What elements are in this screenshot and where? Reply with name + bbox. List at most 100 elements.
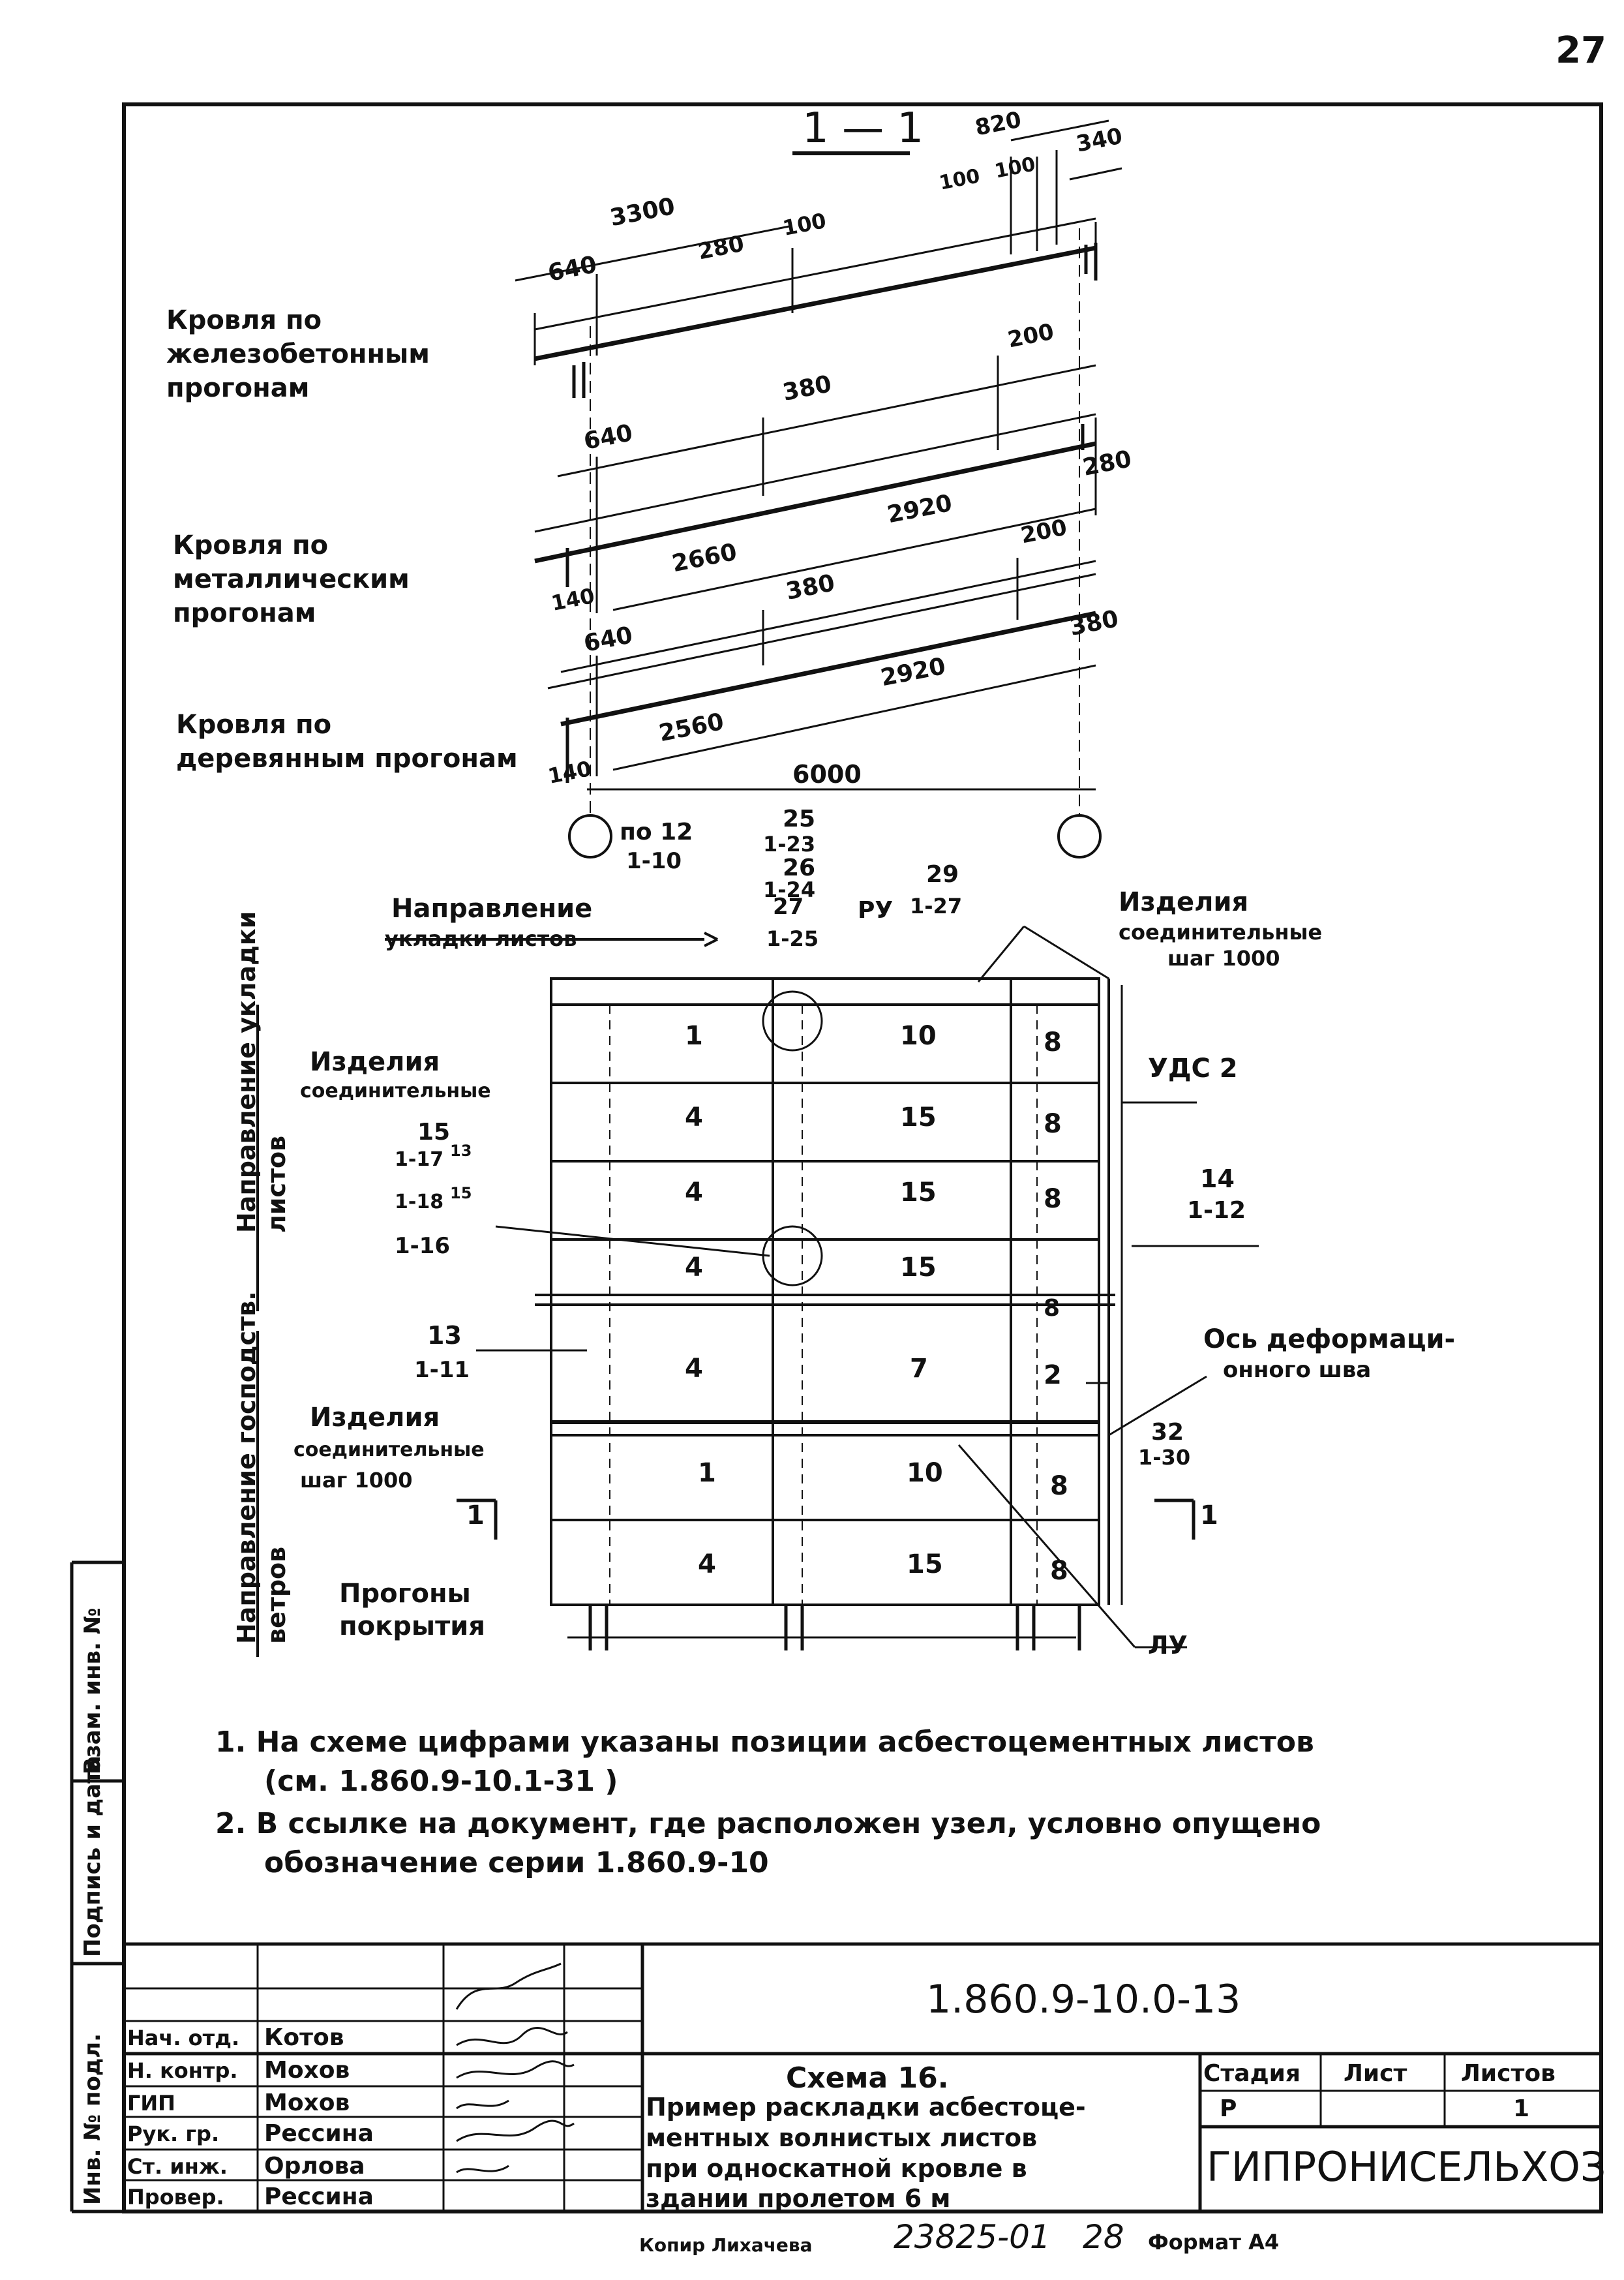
title-block-grid (124, 1942, 1601, 2212)
title-line-5: здании пролетом 6 м (646, 2184, 951, 2213)
callout-15-b: 1-18 (395, 1191, 444, 1213)
footer-sheet-no: 28 (1083, 2218, 1124, 2256)
callout-25: 25 (783, 806, 816, 832)
stage-value: Р (1220, 2095, 1237, 2122)
doc-code: 1.860.9-10.0-13 (926, 1977, 1241, 2022)
roof-label-metal: Кровля по металлическим прогонам (173, 530, 410, 628)
title-line-3: ментных волнистых листов (646, 2123, 1038, 2152)
direction-winds-vertical: Направление господств. ветров (232, 1291, 291, 1644)
callout-27-sub: 1-25 (766, 926, 819, 951)
callout-29: 29 (926, 861, 959, 888)
section-mark: 1 — 1 (802, 104, 924, 153)
title-line-2: Пример раскладки асбестоце- (646, 2093, 1086, 2121)
connectors-bot-label: Изделия (310, 1403, 440, 1433)
direction-sheets-label: Направление (391, 894, 593, 924)
note-2-cont: обозначение серии 1.860.9-10 (264, 1846, 769, 1879)
section-rc (515, 119, 1122, 398)
connectors-bot-label-2: соединительные (293, 1438, 485, 1461)
footer-number: 23825-01 (894, 2218, 1051, 2256)
role-label: Нач. отд. (127, 2026, 240, 2050)
page-number: 27 (1556, 29, 1606, 72)
sheet-pos: 7 (910, 1354, 928, 1384)
person-name: Рессина (264, 2183, 374, 2210)
sheets-header: Листов (1461, 2060, 1556, 2087)
sheet-pos: 10 (907, 1458, 943, 1488)
roof-label-rc: Кровля по железобетонным прогонам (166, 305, 430, 403)
person-name: Мохов (264, 2057, 350, 2084)
role-label: Рук. гр. (127, 2121, 220, 2146)
callout-15: 15 (417, 1119, 451, 1146)
connectors-top-label-3: шаг 1000 (1167, 946, 1280, 971)
person-name: Котов (264, 2024, 344, 2051)
sheet-frame (122, 102, 1603, 2213)
sheet-pos: 4 (685, 1102, 703, 1132)
sheet-pos: 8 (1050, 1471, 1068, 1501)
axis-label: Ось деформаци- (1203, 1324, 1456, 1354)
margin-inv-podl: Инв. № подл. (80, 2033, 106, 2205)
ru-label: РУ (858, 897, 894, 924)
role-label: Н. контр. (127, 2058, 238, 2083)
person-name: Мохов (264, 2090, 350, 2116)
callout-32: 32 (1151, 1419, 1184, 1446)
connectors-bot-label-3: шаг 1000 (300, 1468, 413, 1493)
callout-14-sub: 1-12 (1187, 1197, 1246, 1224)
cut-mark-left: 1 (466, 1500, 485, 1530)
callout-po12: по 12 (620, 819, 693, 845)
sheet-pos: 4 (698, 1549, 716, 1579)
sheet-pos: 15 (900, 1102, 937, 1132)
sheet-pos: 4 (685, 1178, 703, 1208)
title-line-1: Схема 16. (786, 2061, 949, 2095)
direction-sheets-vertical: Направление укладки листов (232, 911, 291, 1233)
dim-6000: 6000 (792, 760, 862, 789)
callout-po12-sub: 1-10 (626, 848, 682, 874)
sheet-pos: 4 (685, 1253, 703, 1283)
note-1: 1. На схеме цифрами указаны позиции асбе… (215, 1725, 1314, 1759)
purlins-label-2: покрытия (339, 1611, 485, 1641)
footer-copied-by: Копир Лихачева (639, 2234, 813, 2256)
axis-label-2: онного шва (1223, 1357, 1372, 1383)
lu-label: ЛУ (1148, 1631, 1188, 1660)
purlins-label: Прогоны (339, 1579, 471, 1609)
margin-vzam-inv: Взам. инв. № (80, 1607, 106, 1774)
callout-15-a: 1-17 (395, 1148, 444, 1171)
direction-sheets-label-2: укладки листов (385, 926, 577, 951)
sheet-pos: 4 (685, 1354, 703, 1384)
sheet-pos: 2 (1044, 1360, 1062, 1390)
sheet-pos: 1 (698, 1458, 716, 1488)
sheet-pos: 15 (907, 1549, 943, 1579)
sheet-pos: 8 (1044, 1295, 1060, 1322)
sheet-pos: 8 (1044, 1184, 1062, 1214)
sheet-pos: 10 (900, 1021, 937, 1051)
person-name: Орлова (264, 2153, 365, 2180)
callout-26-sub: 1-24 (763, 877, 816, 902)
callout-15-c: 1-16 (395, 1233, 451, 1259)
plan (385, 925, 1259, 1650)
connectors-mid-label: Изделия (310, 1047, 440, 1077)
callout-13-sub: 1-11 (414, 1357, 470, 1383)
section-metal (534, 356, 1097, 613)
cut-mark-right: 1 (1200, 1500, 1218, 1530)
note-1-ref: (см. 1.860.9-10.1-31 ) (264, 1765, 618, 1798)
uds-label: УДС 2 (1148, 1054, 1238, 1084)
callout-27: 27 (773, 894, 804, 920)
callout-13: 13 (427, 1321, 462, 1350)
role-label: Ст. инж. (127, 2154, 228, 2179)
sheet-pos: 1 (685, 1021, 703, 1051)
roof-label-wood: Кровля по деревянным прогонам (176, 710, 518, 774)
sheet-pos: 8 (1044, 1109, 1062, 1139)
section-wood (547, 558, 1096, 791)
footer-format: Формат А4 (1148, 2230, 1280, 2255)
stage-header: Стадия (1203, 2060, 1301, 2087)
sheet-pos: 8 (1050, 1556, 1068, 1586)
note-2: 2. В ссылке на документ, где расположен … (215, 1807, 1321, 1840)
role-label: Провер. (127, 2185, 224, 2210)
connectors-top-label: Изделия (1119, 887, 1249, 917)
sheet-pos: 8 (1044, 1027, 1062, 1057)
connectors-top-label-2: соединительные (1119, 920, 1323, 945)
sheet-pos: 15 (900, 1178, 937, 1208)
callout-26: 26 (783, 855, 816, 881)
title-line-4: при односкатной кровле в (646, 2154, 1027, 2183)
axis-bubble-left (568, 814, 612, 859)
person-name: Рессина (264, 2120, 374, 2147)
callout-29-sub: 1-27 (910, 894, 963, 919)
